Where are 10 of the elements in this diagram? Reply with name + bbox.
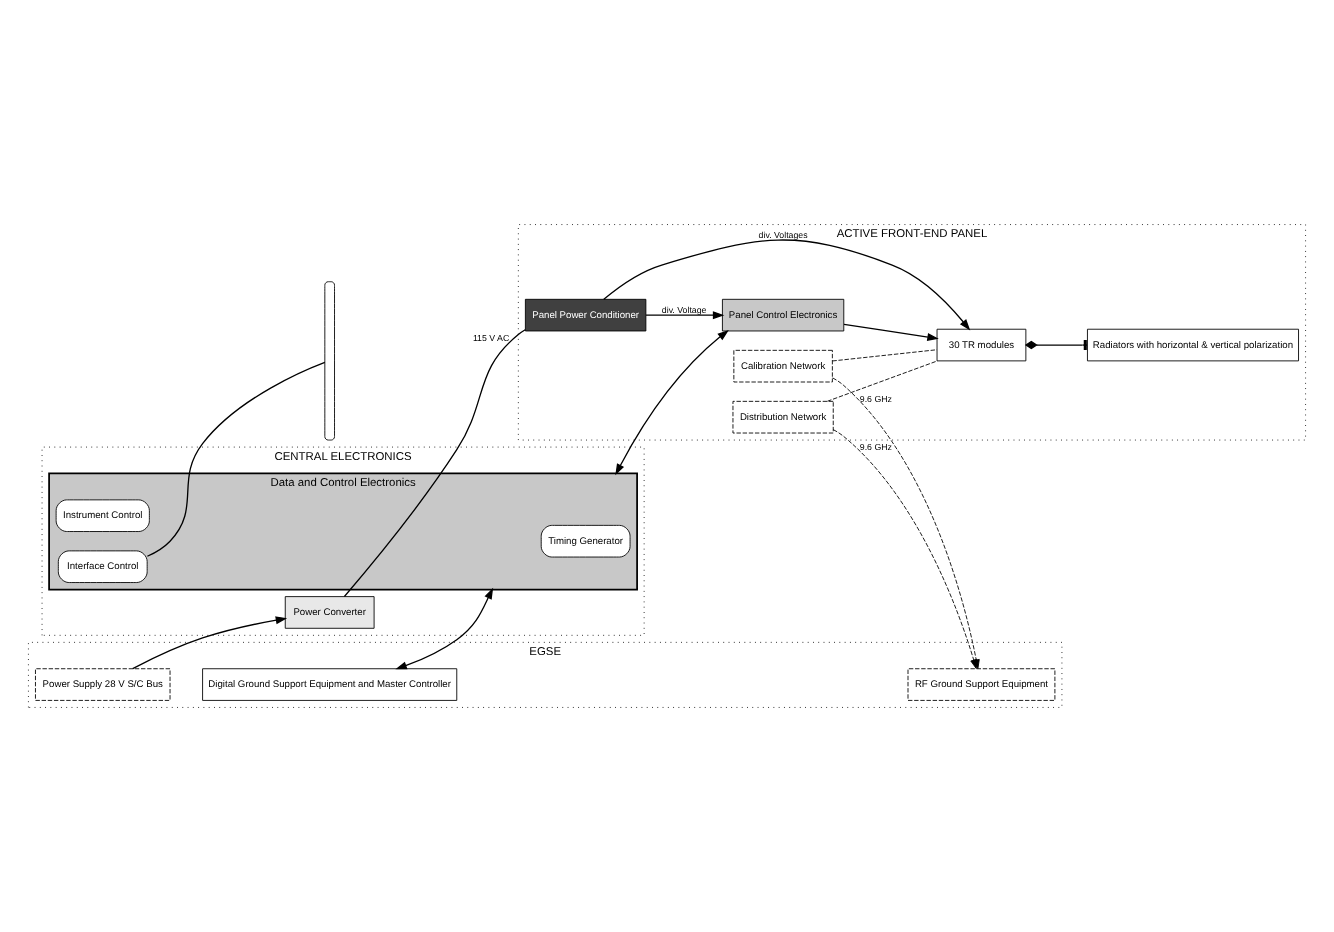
- arrow: [615, 329, 729, 476]
- arrow: [843, 323, 939, 341]
- arrow: [395, 587, 494, 670]
- node-bar: [324, 281, 335, 441]
- arrow: [645, 311, 725, 320]
- connector: [832, 349, 938, 362]
- connector: [146, 361, 326, 557]
- connector: [343, 329, 526, 598]
- connector: [826, 360, 938, 402]
- arrow: [132, 616, 288, 670]
